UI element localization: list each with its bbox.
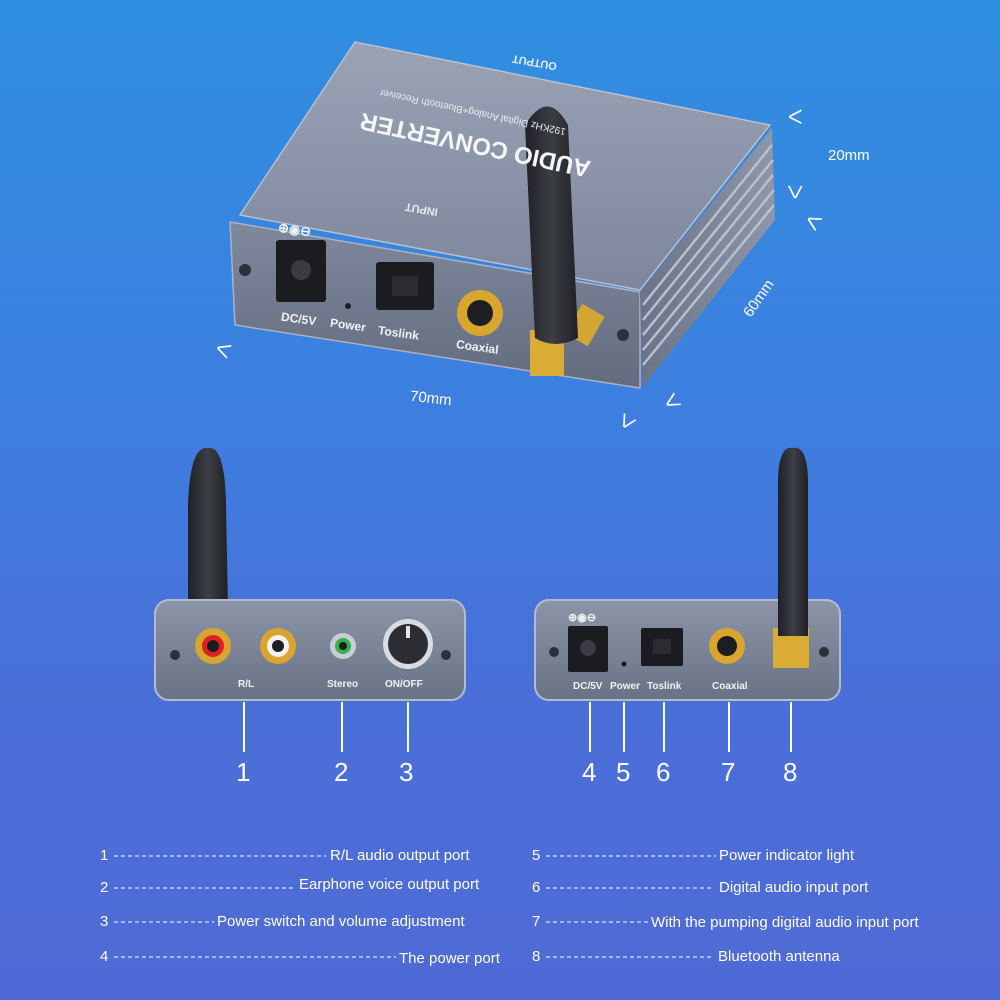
legend-num-7: 7 bbox=[532, 913, 541, 930]
legend-num-1: 1 bbox=[100, 847, 109, 864]
rear-label-toslink: Toslink bbox=[647, 681, 682, 692]
legend-text-7: With the pumping digital audio input por… bbox=[651, 914, 919, 931]
callout-number-5: 5 bbox=[616, 757, 631, 787]
callout-number-1: 1 bbox=[236, 757, 251, 787]
front-label-stereo: Stereo bbox=[327, 679, 359, 690]
dim-caret: ᐸ bbox=[788, 105, 803, 129]
front-panel-illustration bbox=[154, 447, 466, 701]
dim-height: 20mm bbox=[828, 147, 870, 164]
legend-num-8: 8 bbox=[532, 948, 541, 965]
legend-num-2: 2 bbox=[100, 879, 109, 896]
rear-label-coaxial: Coaxial bbox=[712, 681, 748, 692]
callout-number-2: 2 bbox=[334, 757, 349, 787]
legend-text-8: Bluetooth antenna bbox=[718, 948, 840, 965]
antenna bbox=[525, 106, 578, 344]
rear-label-dc5v: DC/5V bbox=[573, 681, 603, 692]
legend-num-4: 4 bbox=[100, 948, 109, 965]
callout-number-7: 7 bbox=[721, 757, 736, 787]
callout-number-3: 3 bbox=[399, 757, 414, 787]
callout-number-8: 8 bbox=[783, 757, 798, 787]
device-top-face bbox=[238, 41, 772, 291]
legend-text-2: Earphone voice output port bbox=[299, 876, 480, 893]
heat-fins bbox=[642, 144, 775, 366]
top-device-illustration bbox=[229, 41, 775, 389]
legend-num-5: 5 bbox=[532, 847, 541, 864]
legend-text-3: Power switch and volume adjustment bbox=[217, 913, 465, 930]
callout-number-4: 4 bbox=[582, 757, 597, 787]
legend-text-1: R/L audio output port bbox=[330, 847, 470, 864]
legend-text-5: Power indicator light bbox=[719, 847, 855, 864]
callout-number-6: 6 bbox=[656, 757, 671, 787]
rear-label-power: Power bbox=[610, 681, 641, 692]
legend-text-6: Digital audio input port bbox=[719, 879, 869, 896]
rear-panel-illustration bbox=[534, 447, 841, 701]
front-label-onoff: ON/OFF bbox=[385, 679, 423, 690]
legend-text-4: The power port bbox=[399, 950, 500, 967]
front-label-rl: R/L bbox=[238, 679, 255, 690]
legend-num-6: 6 bbox=[532, 879, 541, 896]
device-side-face bbox=[640, 128, 775, 388]
legend-num-3: 3 bbox=[100, 913, 109, 930]
rear-power-symbol: ⊕◉⊖ bbox=[568, 612, 597, 624]
